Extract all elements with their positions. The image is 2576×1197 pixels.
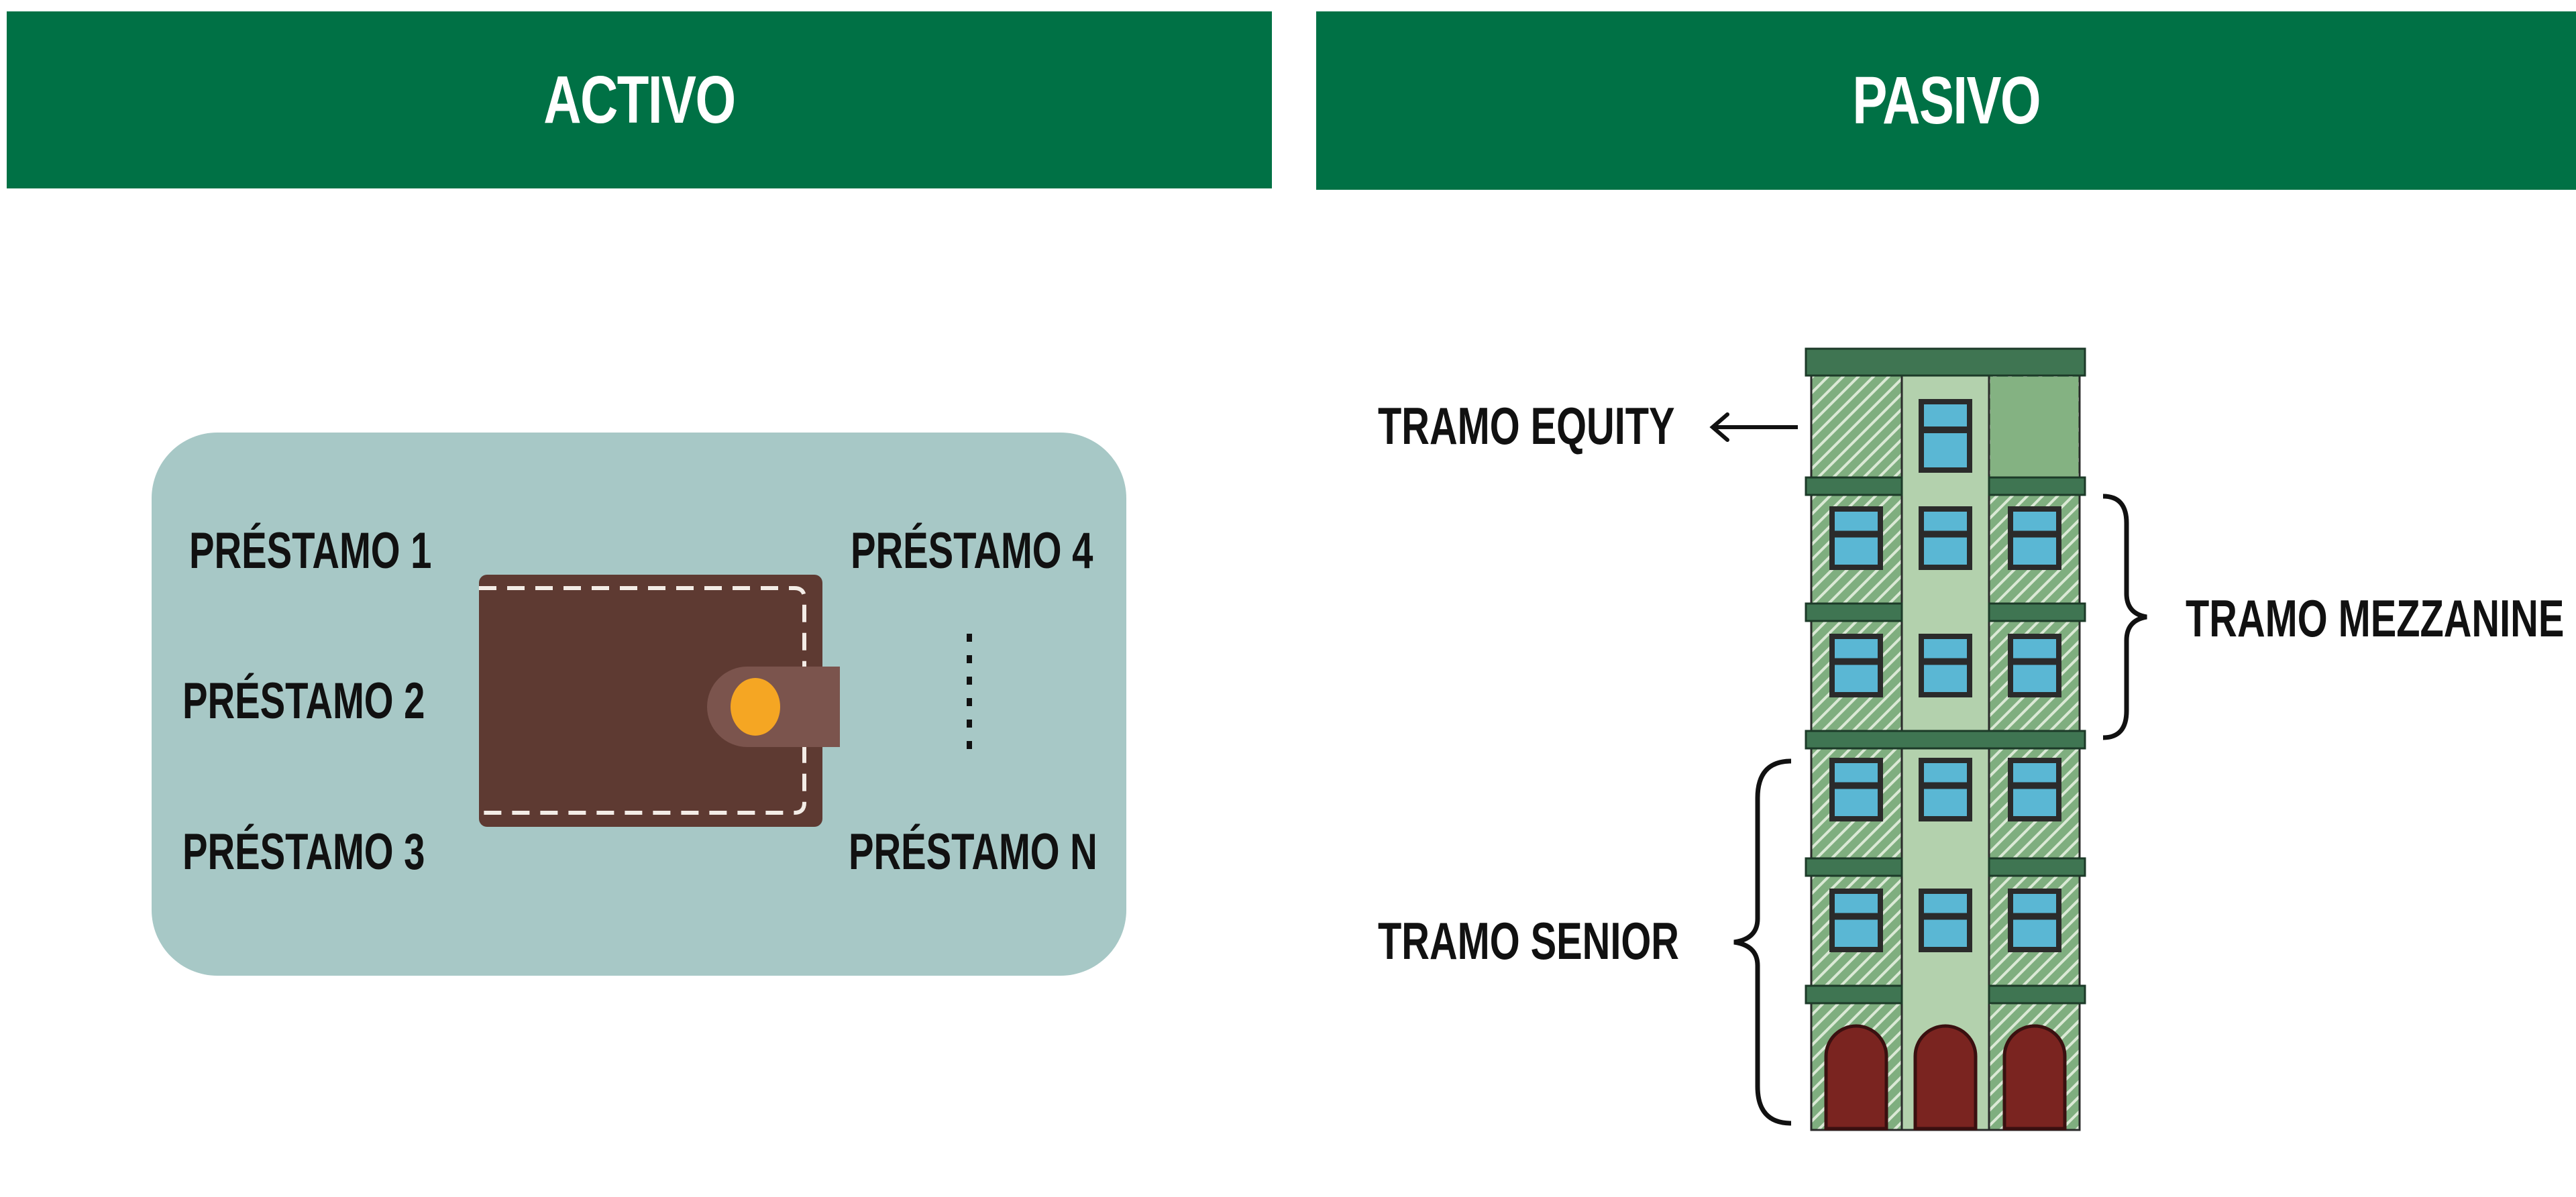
window-pane — [1924, 919, 1967, 947]
window-pane — [1835, 789, 1878, 816]
window-pane — [1835, 665, 1878, 692]
loan-label-n: PRÉSTAMO N — [849, 823, 1097, 880]
window-pane — [2013, 639, 2056, 659]
window-pane — [1835, 763, 1878, 783]
tranche-mezzanine-label: TRAMO MEZZANINE — [2186, 589, 2565, 648]
window-pane — [2013, 512, 2056, 531]
loan-label-4: PRÉSTAMO 4 — [851, 522, 1093, 579]
loan-label-3: PRÉSTAMO 3 — [182, 823, 425, 880]
window-pane — [2013, 919, 2056, 947]
wallet-button — [731, 678, 780, 736]
window-pane — [1924, 512, 1967, 531]
floor-band — [1988, 602, 2086, 622]
wallet-body — [479, 575, 822, 827]
window-pane — [2013, 665, 2056, 692]
mezzanine-brace-icon — [2102, 494, 2147, 740]
pasivo-header: PASIVO — [1316, 11, 2576, 190]
pasivo-title: PASIVO — [1852, 62, 2041, 138]
senior-brace-icon — [1733, 758, 1792, 1126]
activo-header: ACTIVO — [7, 11, 1272, 188]
window-pane — [2013, 537, 2056, 565]
window-pane — [1835, 639, 1878, 659]
building-center-column — [1900, 374, 1990, 1131]
building-icon — [1805, 347, 2086, 1131]
window-pane — [1835, 537, 1878, 565]
tranche-equity-label: TRAMO EQUITY — [1378, 396, 1675, 455]
window-pane — [1835, 894, 1878, 913]
floor-band — [1805, 984, 1903, 1005]
window-pane — [1924, 665, 1967, 692]
activo-title: ACTIVO — [543, 62, 736, 137]
floor-band — [1805, 857, 1903, 877]
floor-band — [1805, 730, 2086, 750]
window-pane — [2013, 894, 2056, 913]
loan-label-2: PRÉSTAMO 2 — [182, 673, 425, 730]
vertical-ellipsis-icon — [967, 634, 972, 749]
loan-label-1: PRÉSTAMO 1 — [189, 522, 432, 579]
floor-band — [1988, 476, 2086, 496]
window-pane — [1924, 639, 1967, 659]
arched-door — [1824, 1024, 1888, 1131]
floor-band — [1988, 857, 2086, 877]
arrow-left-icon — [1709, 412, 1798, 442]
arched-door — [2002, 1024, 2067, 1131]
window-pane — [1924, 894, 1967, 913]
floor-band — [1988, 984, 2086, 1005]
arched-door — [1913, 1024, 1978, 1131]
building-top-panel — [1990, 377, 2078, 477]
floor-band — [1805, 602, 1903, 622]
window-pane — [1924, 404, 1967, 426]
building-roof — [1805, 347, 2086, 377]
window-pane — [1924, 763, 1967, 783]
tranche-senior-label: TRAMO SENIOR — [1378, 911, 1679, 970]
window-pane — [2013, 763, 2056, 783]
window-pane — [1924, 537, 1967, 565]
window-pane — [2013, 789, 2056, 816]
floor-band — [1805, 476, 1903, 496]
window-pane — [1924, 789, 1967, 816]
window-pane — [1835, 919, 1878, 947]
window-pane — [1924, 433, 1967, 467]
window-pane — [1835, 512, 1878, 531]
wallet-icon — [479, 575, 840, 827]
